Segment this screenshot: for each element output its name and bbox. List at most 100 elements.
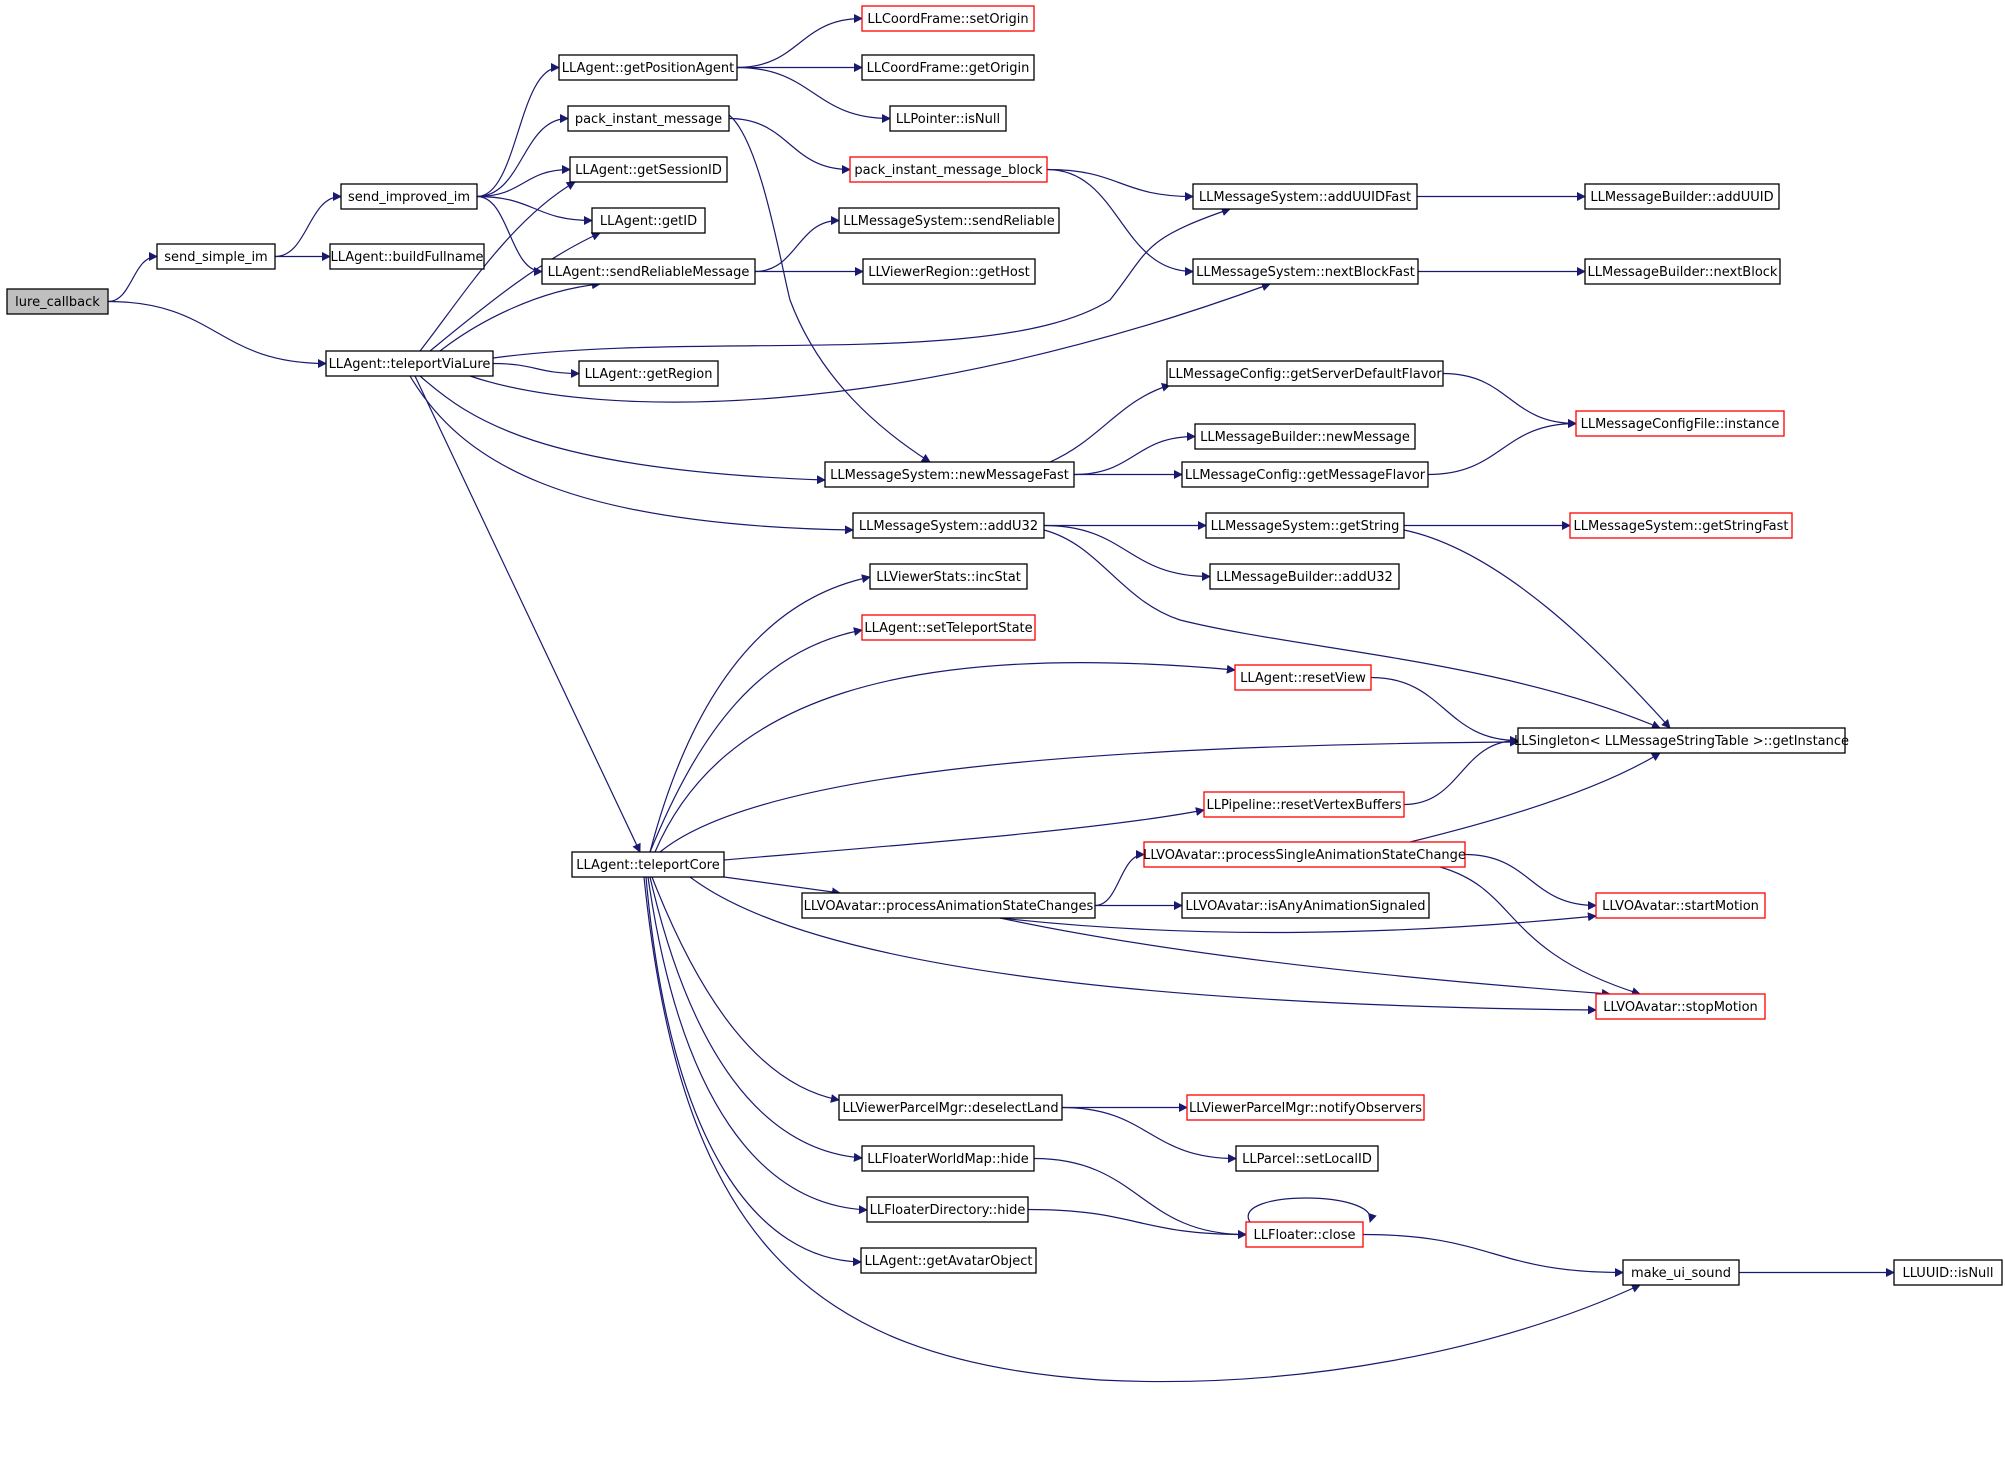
- edge-pssc-to-getInstance: [1409, 752, 1661, 843]
- node-label: LLUUID::isNull: [1902, 1266, 1993, 1281]
- edge-teleportCore-to-make_ui_sound: [643, 876, 1641, 1383]
- edge-teleportCore-to-stopMotion: [689, 876, 1597, 1015]
- node-label: LLAgent::getID: [600, 214, 697, 229]
- node-make_ui_sound[interactable]: make_ui_sound: [1622, 1259, 1740, 1286]
- node-getString[interactable]: LLMessageSystem::getString: [1205, 512, 1405, 539]
- edge-teleportViaLure-to-nextBlockFast: [469, 282, 1271, 403]
- node-label: LLAgent::resetView: [1240, 671, 1366, 686]
- node-incStat[interactable]: LLViewerStats::incStat: [869, 563, 1028, 590]
- node-setTeleportState[interactable]: LLAgent::setTeleportState: [861, 614, 1036, 641]
- node-msAddU32[interactable]: LLMessageSystem::addU32: [852, 512, 1045, 539]
- node-box: [1203, 791, 1405, 818]
- node-getSessionID[interactable]: LLAgent::getSessionID: [569, 156, 728, 183]
- node-setOrigin[interactable]: LLCoordFrame::setOrigin: [861, 5, 1035, 32]
- node-label: LLMessageBuilder::nextBlock: [1588, 265, 1778, 280]
- node-nextBlockFast[interactable]: LLMessageSystem::nextBlockFast: [1192, 258, 1419, 285]
- edge-teleportCore-to-getAvatarObject: [645, 876, 862, 1267]
- node-getRegion[interactable]: LLAgent::getRegion: [578, 360, 719, 387]
- node-box: [849, 156, 1048, 183]
- node-mbAddUUID[interactable]: LLMessageBuilder::addUUID: [1584, 183, 1780, 210]
- node-send_improved_im[interactable]: send_improved_im: [340, 183, 478, 210]
- node-box: [861, 1145, 1035, 1172]
- node-box: [1181, 461, 1429, 488]
- node-getMessageFlavor[interactable]: LLMessageConfig::getMessageFlavor: [1181, 461, 1429, 488]
- node-pasc[interactable]: LLVOAvatar::processAnimationStateChanges: [801, 892, 1096, 919]
- node-deselectLand[interactable]: LLViewerParcelMgr::deselectLand: [838, 1094, 1063, 1121]
- node-mbNewMessage[interactable]: LLMessageBuilder::newMessage: [1194, 423, 1416, 450]
- edge-teleportViaLure-to-addUUIDFast: [492, 207, 1231, 359]
- node-box: [1517, 727, 1846, 754]
- node-label: LLPipeline::resetVertexBuffers: [1206, 798, 1401, 813]
- edge-deselectLand-to-setLocalID: [1061, 1106, 1237, 1163]
- node-lure_callback[interactable]: lure_callback: [6, 288, 109, 315]
- edge-pack_instant_message-to-newMessageFast: [728, 114, 931, 463]
- node-getServerDefaultFlavor[interactable]: LLMessageConfig::getServerDefaultFlavor: [1166, 360, 1444, 387]
- node-pssc[interactable]: LLVOAvatar::processSingleAnimationStateC…: [1143, 841, 1466, 868]
- node-addUUIDFast[interactable]: LLMessageSystem::addUUIDFast: [1192, 183, 1418, 210]
- edge-floaterClose-to-floaterClose: [1247, 1197, 1377, 1223]
- node-getPositionAgent[interactable]: LLAgent::getPositionAgent: [558, 54, 738, 81]
- node-isAnyAnimationSignaled[interactable]: LLVOAvatar::isAnyAnimationSignaled: [1181, 892, 1430, 919]
- edge-sendReliableMessage-to-sendReliable: [754, 216, 840, 273]
- edge-teleportViaLure-to-sendReliableMessage: [439, 280, 601, 352]
- node-label: LLVOAvatar::startMotion: [1602, 899, 1759, 914]
- node-notifyObservers[interactable]: LLViewerParcelMgr::notifyObservers: [1186, 1094, 1425, 1121]
- node-sendReliableMessage[interactable]: LLAgent::sendReliableMessage: [541, 258, 756, 285]
- node-box: [1235, 1145, 1379, 1172]
- node-teleportViaLure[interactable]: LLAgent::teleportViaLure: [325, 350, 494, 377]
- node-pack_instant_message[interactable]: pack_instant_message: [567, 105, 730, 132]
- node-getStringFast[interactable]: LLMessageSystem::getStringFast: [1569, 512, 1793, 539]
- edge-teleportCore-to-resetView: [654, 661, 1236, 853]
- edge-pimb-to-addUUIDFast: [1046, 168, 1194, 201]
- edge-send_improved_im-to-getPositionAgent: [476, 63, 560, 198]
- node-newMessageFast[interactable]: LLMessageSystem::newMessageFast: [824, 461, 1075, 488]
- node-pimb[interactable]: pack_instant_message_block: [849, 156, 1048, 183]
- node-floaterClose[interactable]: LLFloater::close: [1245, 1221, 1364, 1248]
- node-buildFullname[interactable]: LLAgent::buildFullname: [329, 243, 485, 270]
- node-box: [569, 156, 728, 183]
- node-uuidIsNull[interactable]: LLUUID::isNull: [1893, 1259, 2003, 1286]
- node-getOrigin[interactable]: LLCoordFrame::getOrigin: [861, 54, 1035, 81]
- edge-fdHide-to-floaterClose: [1027, 1208, 1247, 1239]
- node-box: [1569, 512, 1793, 539]
- node-resetView[interactable]: LLAgent::resetView: [1234, 664, 1372, 691]
- node-label: LLMessageSystem::nextBlockFast: [1196, 265, 1415, 280]
- edge-teleportCore-to-deselectLand: [651, 876, 840, 1103]
- node-sendReliable[interactable]: LLMessageSystem::sendReliable: [838, 207, 1060, 234]
- node-box: [889, 105, 1007, 132]
- node-startMotion[interactable]: LLVOAvatar::startMotion: [1595, 892, 1766, 919]
- node-configInstance[interactable]: LLMessageConfigFile::instance: [1575, 410, 1785, 437]
- edge-send_simple_im-to-send_improved_im: [274, 192, 342, 258]
- node-stopMotion[interactable]: LLVOAvatar::stopMotion: [1595, 993, 1766, 1020]
- node-mbAddU32[interactable]: LLMessageBuilder::addU32: [1209, 563, 1400, 590]
- node-label: LLFloater::close: [1254, 1228, 1356, 1243]
- node-label: LLViewerStats::incStat: [876, 570, 1021, 585]
- node-send_simple_im[interactable]: send_simple_im: [156, 243, 276, 270]
- node-label: LLSingleton< LLMessageStringTable >::get…: [1514, 734, 1849, 749]
- node-getID[interactable]: LLAgent::getID: [591, 207, 706, 234]
- node-label: pack_instant_message: [575, 112, 722, 127]
- node-getInstance[interactable]: LLSingleton< LLMessageStringTable >::get…: [1514, 727, 1849, 754]
- node-resetVertexBuffers[interactable]: LLPipeline::resetVertexBuffers: [1203, 791, 1405, 818]
- edge-lure_callback-to-send_simple_im: [107, 252, 158, 303]
- edge-getMessageFlavor-to-configInstance: [1427, 419, 1577, 476]
- node-ptrIsNull[interactable]: LLPointer::isNull: [889, 105, 1007, 132]
- node-teleportCore[interactable]: LLAgent::teleportCore: [571, 851, 725, 878]
- node-label: LLMessageConfig::getMessageFlavor: [1185, 468, 1426, 483]
- node-box: [861, 5, 1035, 32]
- node-label: LLMessageConfig::getServerDefaultFlavor: [1168, 367, 1442, 382]
- node-mbNextBlock[interactable]: LLMessageBuilder::nextBlock: [1584, 258, 1781, 285]
- edge-send_improved_im-to-sendReliableMessage: [476, 195, 543, 276]
- node-getHost[interactable]: LLViewerRegion::getHost: [862, 258, 1036, 285]
- node-box: [1584, 183, 1780, 210]
- node-getAvatarObject[interactable]: LLAgent::getAvatarObject: [860, 1247, 1037, 1274]
- node-box: [1192, 258, 1419, 285]
- edge-msAddU32-to-getInstance: [1043, 529, 1661, 729]
- node-box: [1143, 841, 1466, 868]
- edge-send_improved_im-to-getSessionID: [476, 165, 571, 198]
- node-setLocalID[interactable]: LLParcel::setLocalID: [1235, 1145, 1379, 1172]
- node-fdHide[interactable]: LLFloaterDirectory::hide: [866, 1196, 1029, 1223]
- node-fwmHide[interactable]: LLFloaterWorldMap::hide: [861, 1145, 1035, 1172]
- edge-newMessageFast-to-getServerDefaultFlavor: [1049, 383, 1171, 463]
- edge-teleportViaLure-to-newMessageFast: [419, 375, 826, 485]
